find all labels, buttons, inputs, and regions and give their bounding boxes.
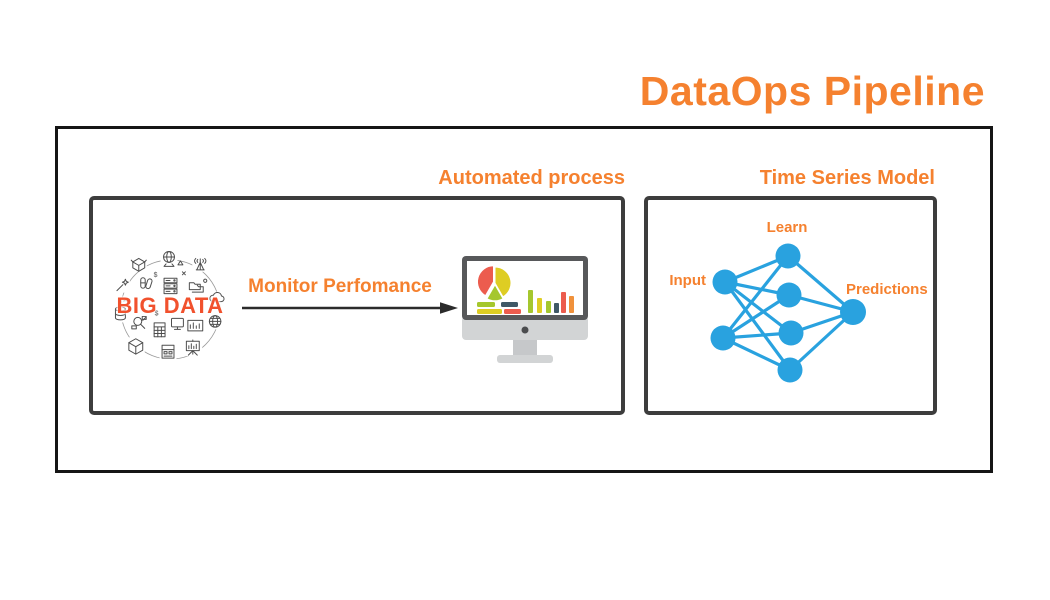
input-node — [712, 269, 738, 295]
cash-register-icon — [161, 344, 175, 359]
spreadsheet-icon — [153, 322, 166, 338]
input-node — [710, 325, 736, 351]
hidden-node — [776, 282, 802, 308]
open-box-icon — [130, 257, 147, 272]
pie-chart — [477, 265, 512, 302]
big-data-illustration: $ $ — [112, 250, 226, 361]
vertical-bar-chart — [528, 290, 574, 313]
big-data-label: BIG DATA — [116, 293, 224, 318]
hidden-node — [778, 320, 804, 346]
monitor-base — [497, 355, 553, 363]
cross-decoration — [181, 271, 186, 276]
neural-network-graphic — [710, 243, 866, 383]
input-label: Input — [669, 272, 706, 289]
hidden-node — [775, 243, 801, 269]
time-series-model-label: Time Series Model — [759, 167, 935, 189]
output-node — [840, 299, 866, 325]
monitor-performance-label: Monitor Perfomance — [248, 276, 432, 297]
globe-icon — [208, 315, 222, 328]
chart-board-icon — [187, 319, 204, 332]
pills-icon — [140, 277, 153, 290]
server-rack-icon — [163, 277, 178, 295]
monitor-power-dot — [521, 326, 529, 334]
monitor-neck — [513, 340, 537, 355]
automated-process-label: Automated process — [438, 167, 625, 189]
satellite-dish-icon — [131, 315, 147, 330]
wireframe-cube-icon — [128, 338, 144, 355]
hidden-node — [777, 357, 803, 383]
cloud-icon — [209, 291, 225, 303]
horizontal-bars — [477, 302, 521, 314]
dollar-decoration: $ — [154, 272, 158, 279]
magic-wand-icon — [116, 278, 129, 292]
learn-label: Learn — [766, 219, 808, 236]
globe-on-stand-icon — [163, 250, 175, 267]
network-nodes — [710, 243, 866, 383]
antenna-tower-icon — [194, 257, 207, 271]
folder-transfer-icon — [188, 282, 204, 293]
desktop-monitor-icon — [170, 317, 184, 330]
circle-decoration — [203, 278, 208, 283]
cross-decoration — [123, 298, 127, 302]
flow-arrow — [242, 302, 458, 314]
page-title: DataOps Pipeline — [639, 68, 985, 114]
dollar-decoration: $ — [155, 310, 159, 317]
dashboard-monitor-icon — [462, 256, 588, 363]
database-cylinder-icon — [114, 306, 126, 321]
triangle-decoration — [177, 260, 184, 266]
predictions-label: Predictions — [846, 281, 928, 298]
arrow-head — [440, 302, 458, 314]
easel-chart-icon — [185, 339, 200, 356]
network-edges — [721, 254, 855, 372]
